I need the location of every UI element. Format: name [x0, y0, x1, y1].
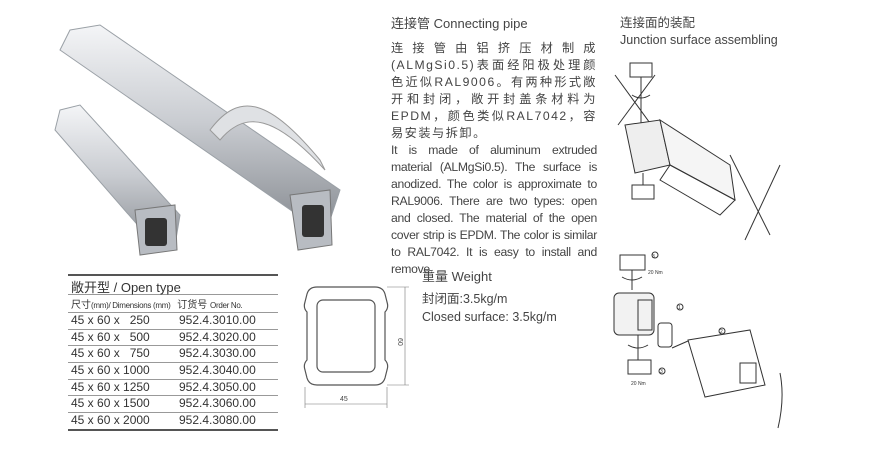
weight-block: 重量 Weight 封闭面:3.5kg/m Closed surface: 3.… — [422, 268, 557, 326]
junction-block: 连接面的装配 Junction surface assembling — [620, 15, 778, 49]
size-cell: 45 x 60 x 750 — [71, 346, 150, 361]
connecting-pipe-photo — [54, 24, 341, 256]
junction-title-en: Junction surface assembling — [620, 33, 778, 47]
order-number-cell: 952.4.3080.00 — [179, 413, 256, 428]
table-title: 敞开型 / Open type — [68, 274, 278, 295]
header-order-cn: 订货号 — [177, 300, 208, 311]
step-3-top-label: 3 — [652, 254, 655, 260]
junction-title-cn: 连接面的装配 — [620, 16, 696, 30]
description-title: 连接管 Connecting pipe — [391, 16, 528, 31]
description-block: 连接管 Connecting pipe 连接管由铝挤压材制成(ALMgSi0.5… — [391, 15, 597, 278]
table-row: 45 x 60 x 250 952.4.3010.00 — [68, 313, 278, 330]
torque-bottom-label: 20 Nm — [631, 381, 646, 387]
description-text-en: It is made of aluminum extruded material… — [391, 143, 597, 276]
open-type-table: 敞开型 / Open type 尺寸(mm)/ Dimensions (mm) … — [68, 274, 278, 431]
width-dimension-label: 45 — [340, 396, 348, 403]
table-row: 45 x 60 x 1500 952.4.3060.00 — [68, 396, 278, 414]
order-number-cell: 952.4.3040.00 — [179, 363, 256, 378]
size-cell: 45 x 60 x 1250 — [71, 379, 150, 394]
size-cell: 45 x 60 x 2000 — [71, 413, 150, 428]
junction-assembly-drawing-2: 3 1 2 3 20 Nm 20 Nm — [613, 251, 783, 429]
step-3-bottom-label: 3 — [660, 369, 663, 375]
profile-cross-section-drawing: 60 45 — [303, 286, 409, 408]
size-cell: 45 x 60 x 250 — [71, 313, 150, 327]
table-row: 45 x 60 x 1250 952.4.3050.00 — [68, 380, 278, 397]
weight-title: 重量 Weight — [422, 269, 492, 284]
table-header: 尺寸(mm)/ Dimensions (mm) 订货号 Order No. — [68, 295, 278, 313]
weight-closed-cn: 封闭面:3.5kg/m — [422, 292, 508, 306]
weight-closed-en: Closed surface: 3.5kg/m — [422, 310, 557, 324]
step-1-label: 1 — [678, 305, 681, 311]
size-cell: 45 x 60 x 1000 — [71, 363, 150, 378]
table-row: 45 x 60 x 500 952.4.3020.00 — [68, 330, 278, 347]
description-text-cn: 连接管由铝挤压材制成(ALMgSi0.5)表面经阳极处理颜色近似RAL9006。… — [391, 41, 597, 140]
order-number-cell: 952.4.3030.00 — [179, 346, 256, 361]
size-cell: 45 x 60 x 500 — [71, 329, 150, 344]
table-row: 45 x 60 x 2000 952.4.3080.00 — [68, 413, 278, 431]
header-order-en: Order No. — [210, 301, 243, 310]
height-dimension-label: 60 — [396, 338, 403, 346]
torque-top-label: 20 Nm — [648, 270, 663, 276]
order-number-cell: 952.4.3010.00 — [179, 313, 256, 327]
order-number-cell: 952.4.3060.00 — [179, 396, 256, 411]
table-row: 45 x 60 x 750 952.4.3030.00 — [68, 346, 278, 364]
table-row: 45 x 60 x 1000 952.4.3040.00 — [68, 363, 278, 380]
order-number-cell: 952.4.3020.00 — [179, 329, 256, 344]
header-size-en: (mm)/ Dimensions (mm) — [91, 301, 171, 310]
size-cell: 45 x 60 x 1500 — [71, 396, 150, 411]
order-number-cell: 952.4.3050.00 — [179, 379, 256, 394]
header-size-cn: 尺寸 — [71, 300, 91, 311]
junction-assembly-drawing-1 — [614, 62, 781, 241]
step-2-label: 2 — [720, 329, 723, 335]
